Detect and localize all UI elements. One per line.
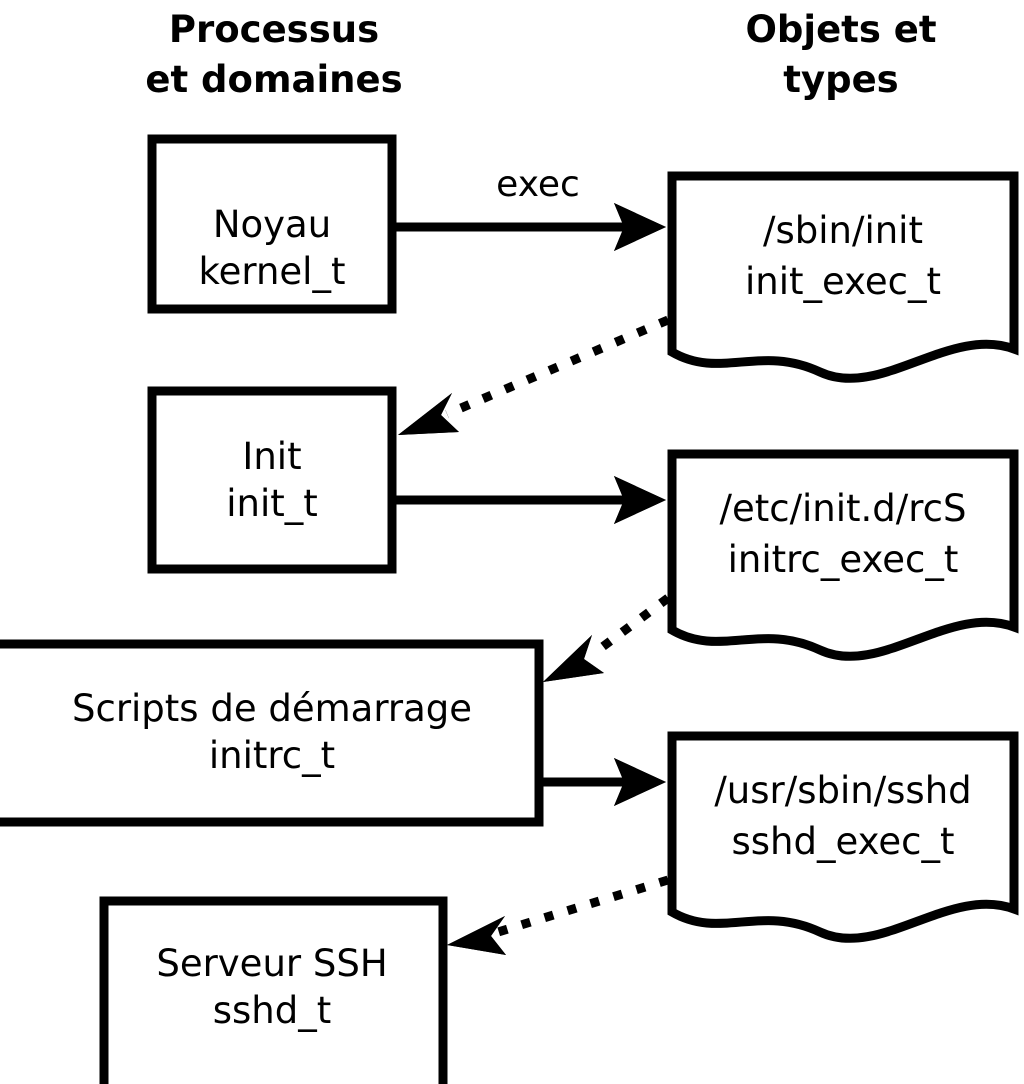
process-node-kernel-box[interactable] — [147, 134, 397, 314]
process-node-sshd[interactable]: Serveur SSH sshd_t — [99, 896, 448, 1084]
column-header-processes-line1: Processus — [169, 8, 379, 51]
edge-overlay-arrowheads — [398, 203, 666, 955]
column-header-objects-line1: Objets et — [745, 8, 936, 51]
object-node-init-exec-line2: init_exec_t — [745, 260, 941, 303]
column-header-objects-line2: types — [783, 58, 898, 101]
object-node-initrc-exec-line2: initrc_exec_t — [728, 538, 959, 581]
arrowhead-initrc-exec-to-initrc — [543, 635, 604, 682]
object-node-initrc-exec[interactable]: /etc/init.d/rcS initrc_exec_t — [667, 449, 1019, 661]
column-header-objects: Objets et types — [745, 8, 936, 101]
object-node-init-exec[interactable]: /sbin/init init_exec_t — [667, 171, 1019, 383]
process-node-sshd-box[interactable] — [99, 896, 448, 1084]
process-node-init-box[interactable] — [147, 386, 397, 574]
process-node-init-line2: init_t — [226, 482, 318, 525]
process-node-sshd-line2: sshd_t — [213, 989, 332, 1032]
edge-line — [445, 315, 670, 419]
object-node-init-exec-line1: /sbin/init — [763, 209, 923, 252]
object-node-sshd-exec-doc[interactable] — [667, 731, 1019, 943]
process-node-kernel[interactable]: Noyau kernel_t — [147, 134, 397, 314]
object-node-initrc-exec-line1: /etc/init.d/rcS — [719, 487, 966, 530]
process-node-initrc-line2: initrc_t — [209, 734, 335, 777]
edge-label-exec: exec — [496, 164, 580, 205]
process-node-init-line1: Init — [242, 435, 301, 478]
object-node-initrc-exec-doc[interactable] — [667, 449, 1019, 661]
process-node-kernel-line1: Noyau — [213, 203, 331, 246]
edge-line — [496, 875, 670, 937]
object-node-sshd-exec[interactable]: /usr/sbin/sshd sshd_exec_t — [667, 731, 1019, 943]
process-node-kernel-line2: kernel_t — [199, 250, 346, 293]
object-node-sshd-exec-line1: /usr/sbin/sshd — [714, 769, 971, 812]
arrowhead-sshd-exec-to-sshd — [447, 916, 506, 955]
object-node-sshd-exec-line2: sshd_exec_t — [732, 820, 955, 863]
arrowhead-init-exec-to-init — [398, 393, 459, 435]
process-node-initrc[interactable]: Scripts de démarrage initrc_t — [0, 639, 544, 827]
object-node-init-exec-doc[interactable] — [667, 171, 1019, 383]
process-node-initrc-line1: Scripts de démarrage — [72, 687, 472, 730]
edge-line — [594, 594, 671, 655]
process-node-init[interactable]: Init init_t — [147, 386, 397, 574]
process-node-initrc-box[interactable] — [0, 639, 544, 827]
column-header-processes: Processus et domaines — [145, 8, 402, 101]
arrowhead-initrc-to-sshd-exec — [614, 758, 666, 806]
arrowhead-kernel-to-init-exec — [614, 203, 666, 251]
process-node-sshd-line1: Serveur SSH — [156, 942, 387, 985]
column-header-processes-line2: et domaines — [145, 58, 402, 101]
arrowhead-init-to-initrc-exec — [614, 476, 666, 524]
